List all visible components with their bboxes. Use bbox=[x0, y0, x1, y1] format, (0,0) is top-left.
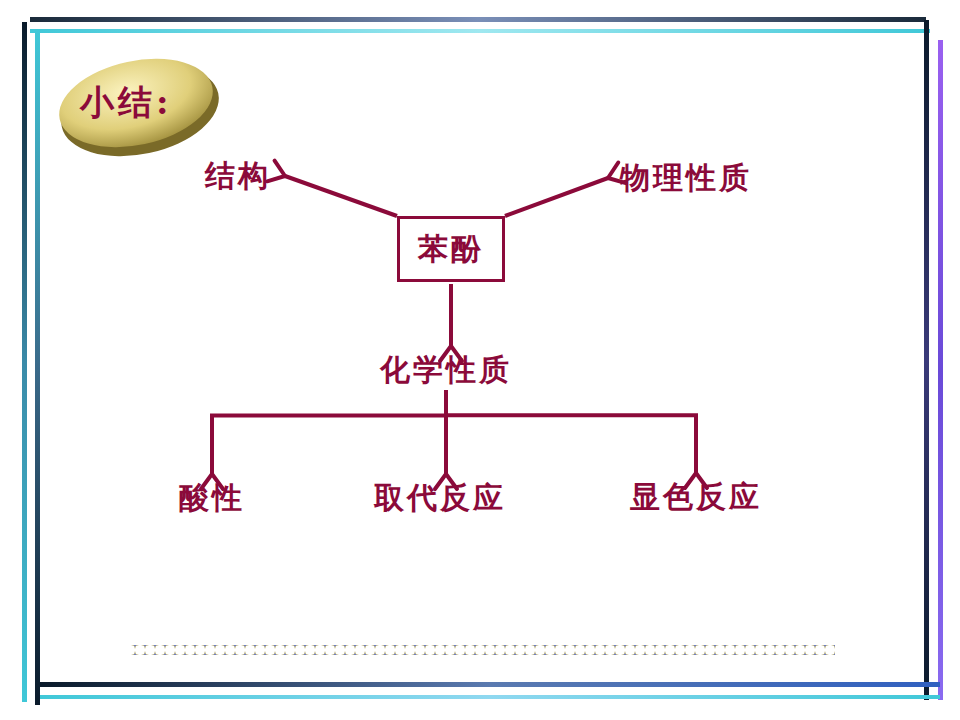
branch-label: 显色反应 bbox=[630, 479, 762, 515]
branch-label: 取代反应 bbox=[374, 480, 506, 516]
topic-box: 苯酚 bbox=[397, 216, 505, 282]
frame-bar bbox=[22, 22, 27, 702]
frame-bar bbox=[35, 30, 40, 705]
branch-label: 化学性质 bbox=[380, 352, 512, 388]
node-text: 物理性质 bbox=[620, 160, 752, 196]
slide-title: 小结: bbox=[80, 80, 173, 126]
node-text: 苯酚 bbox=[418, 231, 484, 267]
frame-bar bbox=[40, 682, 940, 687]
dotted-rule bbox=[130, 645, 835, 655]
frame-bar bbox=[938, 40, 943, 700]
connector-arrow bbox=[440, 284, 462, 361]
node-text: 酸性 bbox=[179, 480, 245, 516]
connector-line bbox=[505, 178, 608, 216]
connector-arrow bbox=[505, 162, 626, 216]
frame-bar bbox=[30, 17, 926, 22]
branch-label: 酸性 bbox=[179, 480, 245, 516]
frame-bar bbox=[40, 695, 940, 699]
node-text: 取代反应 bbox=[374, 480, 506, 516]
branch-label: 结构 bbox=[205, 158, 271, 194]
title-badge bbox=[51, 46, 221, 161]
node-text: 显色反应 bbox=[630, 479, 762, 515]
frame-bar bbox=[30, 29, 930, 33]
frame-bar bbox=[924, 20, 929, 700]
connector-line bbox=[446, 392, 696, 473]
node-text: 结构 bbox=[205, 158, 271, 194]
connector-line bbox=[285, 176, 397, 216]
connector-line bbox=[212, 392, 446, 474]
branch-label: 物理性质 bbox=[620, 160, 752, 196]
connector-arrow bbox=[201, 392, 446, 489]
connector-arrow bbox=[267, 161, 397, 216]
connector-line bbox=[449, 284, 453, 346]
node-text: 化学性质 bbox=[380, 352, 512, 388]
connector-arrow bbox=[446, 392, 707, 488]
